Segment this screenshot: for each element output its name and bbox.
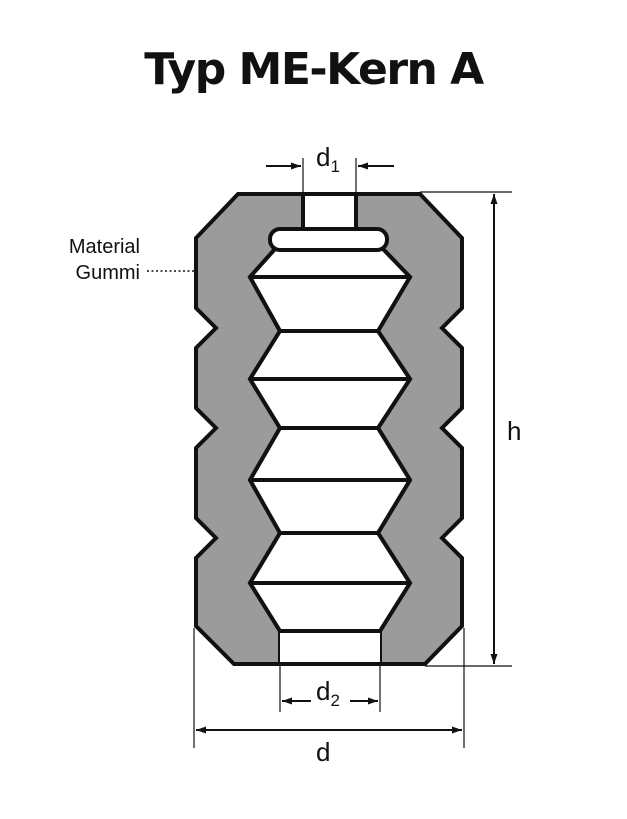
inner-cavity	[247, 247, 413, 633]
material-label-line2: Gummi	[75, 262, 140, 284]
d-label: d	[316, 737, 330, 767]
d1-label: d	[316, 142, 330, 172]
diagram-title: Typ ME-Kern A	[144, 44, 484, 95]
d1-subscript: 1	[330, 157, 339, 176]
bottom-bore	[280, 631, 380, 664]
material-label-line1: Material	[68, 236, 140, 258]
d2-label: d	[316, 676, 330, 706]
svg-text:d2: d2	[316, 676, 340, 710]
h-label: h	[507, 416, 521, 446]
d2-subscript: 2	[330, 691, 339, 710]
material-label: Material Gummi	[0, 234, 140, 286]
collar-ring	[268, 227, 389, 252]
svg-text:d1: d1	[316, 142, 340, 176]
